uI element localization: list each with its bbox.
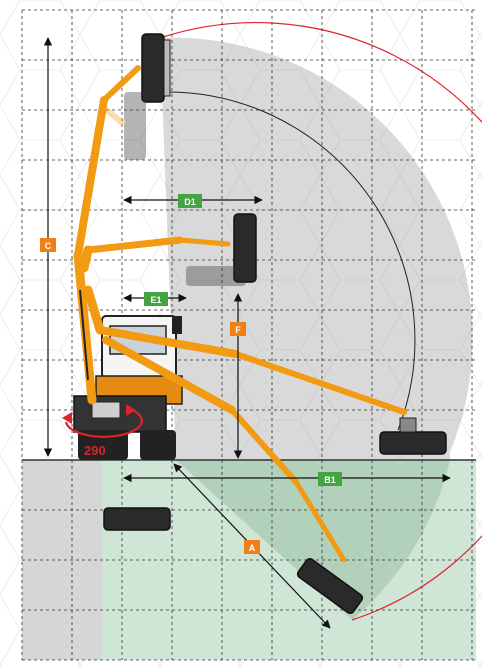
rotation-angle: 290	[84, 443, 106, 458]
label-a: A	[249, 543, 256, 553]
label-c-badge: C	[40, 238, 56, 252]
label-a-badge: A	[244, 540, 260, 554]
flail-head-ground	[379, 417, 447, 455]
flail-head-top	[141, 33, 171, 103]
arm-ground	[83, 285, 407, 415]
label-e1-badge: E1	[144, 292, 168, 306]
label-d1: D1	[184, 197, 196, 207]
flail-head-top-ghost	[102, 92, 146, 160]
flail-head-middle-ghost	[186, 266, 246, 286]
label-e1: E1	[150, 295, 161, 305]
arm-vertical	[73, 65, 141, 405]
rotation-indicator	[62, 404, 143, 438]
flail-head-middle	[233, 213, 257, 283]
label-f: F	[235, 325, 241, 335]
max-reach-arc	[159, 22, 482, 621]
label-f-badge: F	[230, 322, 246, 336]
label-d1-badge: D1	[178, 194, 202, 208]
flail-head-underside	[103, 507, 171, 531]
label-c: C	[45, 241, 52, 251]
label-b1: B1	[324, 475, 336, 485]
label-b1-badge: B1	[318, 472, 342, 486]
arm-middle	[79, 236, 231, 273]
inner-reach-arc	[161, 91, 416, 431]
